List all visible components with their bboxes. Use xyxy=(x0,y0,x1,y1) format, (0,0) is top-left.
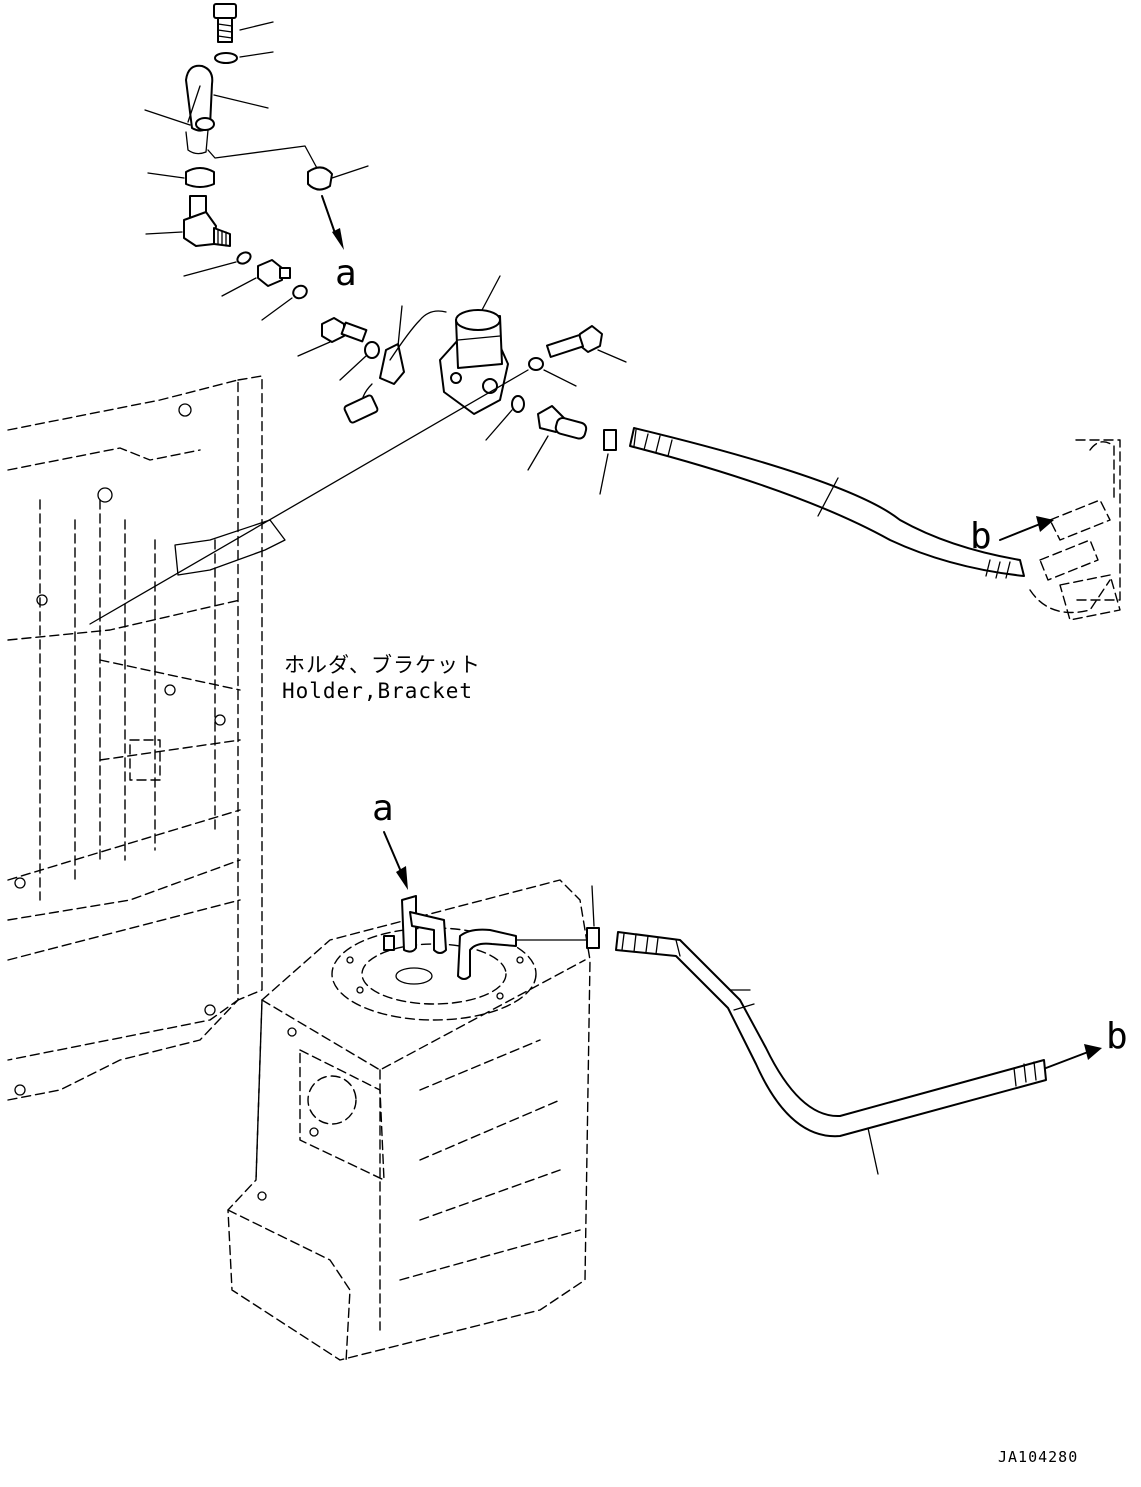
bolt-left xyxy=(297,317,368,357)
bolt-right xyxy=(545,325,627,363)
fuel-tank xyxy=(227,879,591,1363)
washer-left xyxy=(339,341,380,381)
label-a-top: a xyxy=(335,253,357,294)
frame-holder-bracket xyxy=(7,375,286,1101)
elbow-hose xyxy=(144,64,319,171)
hose-upper xyxy=(629,427,1025,579)
o-ring-1 xyxy=(183,251,252,277)
arrow-a-tank xyxy=(383,831,408,890)
drawing-code: JA104280 xyxy=(998,1448,1078,1466)
arrow-b-upper xyxy=(999,516,1054,541)
note-japanese: ホルダ、ブラケット xyxy=(284,653,481,677)
o-ring-2 xyxy=(261,284,308,321)
solenoid-valve xyxy=(343,275,509,424)
clamp-left xyxy=(147,167,215,188)
leader-line-bracket xyxy=(89,369,529,625)
washer-top xyxy=(214,51,274,64)
hose-lower xyxy=(615,931,1047,1175)
label-a-tank: a xyxy=(372,788,394,829)
tank-pipes xyxy=(383,895,591,980)
bolt-top xyxy=(213,3,274,43)
note-english: Holder,Bracket xyxy=(282,679,473,703)
adapter-nut xyxy=(221,259,291,297)
label-b-lower: b xyxy=(1106,1016,1128,1057)
hose-connector xyxy=(527,405,588,471)
washer-right xyxy=(528,357,577,387)
o-ring-3 xyxy=(485,395,525,441)
small-clamp xyxy=(599,429,617,495)
clamp-right: a xyxy=(307,165,369,294)
fitting-right-edge xyxy=(1029,439,1121,621)
small-clamp-lower xyxy=(586,885,600,949)
arrow-b-lower xyxy=(1045,1044,1102,1069)
elbow-fitting xyxy=(145,195,231,247)
label-b-upper: b xyxy=(970,516,992,557)
